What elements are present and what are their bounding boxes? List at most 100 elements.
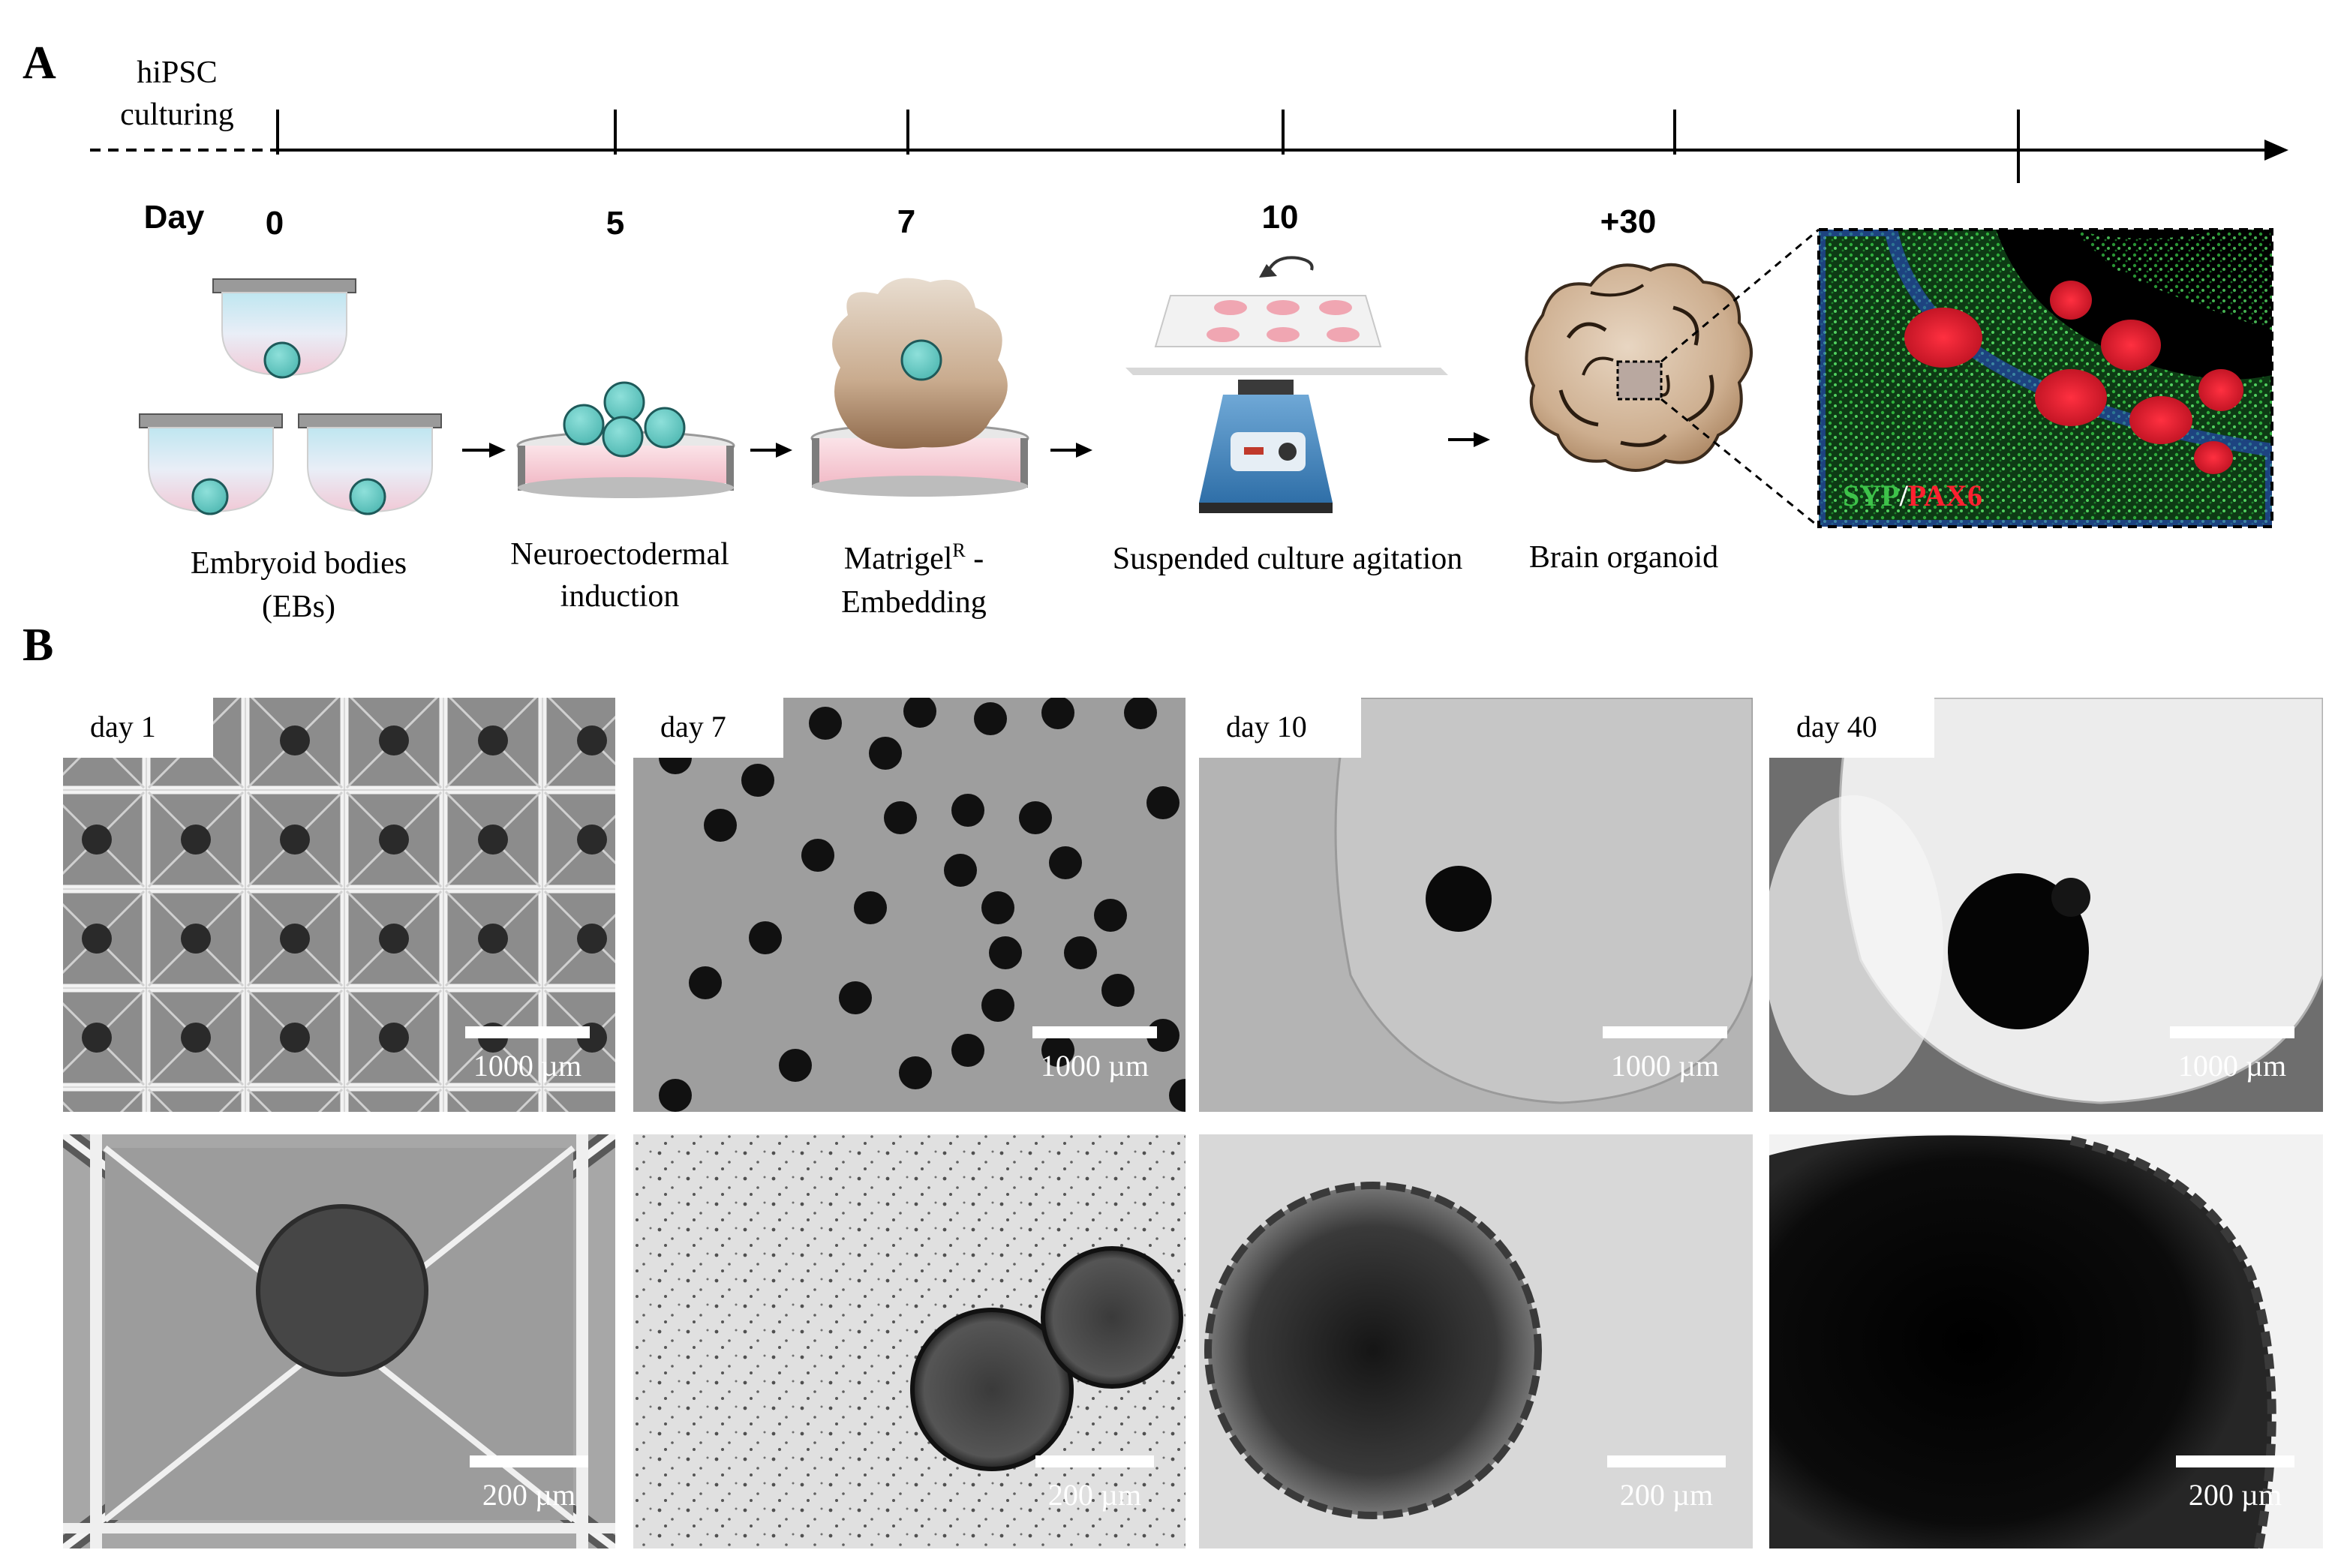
scale-label-top-4: 1000 µm [2178, 1049, 2286, 1083]
scale-bar [1603, 1026, 1727, 1038]
scale-bar [1032, 1026, 1157, 1038]
micrograph-day1-low [63, 698, 615, 1112]
orbital-shaker [1125, 256, 1448, 513]
arrow-icon [750, 443, 792, 458]
sphere [1101, 974, 1134, 1007]
sphere [1049, 846, 1082, 879]
micrograph-day1-high [63, 1134, 615, 1548]
embryoid-body [82, 825, 112, 855]
timeline-ticks [276, 110, 2020, 183]
sphere [981, 989, 1014, 1022]
pax6-cluster [2194, 441, 2233, 474]
day-label-4: day 40 [1796, 710, 1877, 743]
scale-label-top-2: 1000 µm [1041, 1049, 1149, 1083]
eb-bead [191, 478, 229, 515]
tick-label-0: 0 [266, 205, 284, 242]
pre-label-culturing: culturing [120, 98, 234, 132]
sphere [1146, 786, 1180, 819]
embryoid-body [379, 825, 409, 855]
tick-label-5: 5 [606, 205, 624, 242]
rotation-arrow-icon [1267, 256, 1314, 272]
sphere [951, 1034, 984, 1067]
immunostain-inset [1819, 230, 2272, 527]
embryoid-body [82, 924, 112, 954]
petri-dish-matrigel [810, 278, 1029, 497]
sphere-high [1041, 1246, 1183, 1389]
sphere [1094, 899, 1127, 932]
scale-label-bottom-2: 200 µm [1048, 1478, 1141, 1512]
embryoid-body [478, 725, 508, 755]
stage-organoid: Brain organoid [1529, 540, 1718, 575]
day-label-3: day 10 [1226, 710, 1307, 743]
embryoid-body [82, 1023, 112, 1053]
embryoid-body [181, 1023, 211, 1053]
stain-label: SYP/PAX6 [1843, 479, 1982, 512]
immunostain-frame [1817, 228, 2273, 528]
stage-matrigel-line2: Embedding [841, 585, 987, 620]
day-label-1: day 1 [90, 710, 156, 743]
organoid-day40 [1948, 873, 2089, 1029]
eb-well-right [298, 413, 442, 515]
micrograph-day7-low [633, 698, 1186, 1112]
sphere [689, 966, 722, 999]
tick-label-7: 7 [897, 203, 915, 240]
sphere [1124, 698, 1157, 729]
organoid-day10-high [1204, 1182, 1542, 1519]
embryoid-body [280, 725, 310, 755]
scale-bar [465, 1026, 590, 1038]
embryoid-body [280, 1023, 310, 1053]
embryoid-body [181, 825, 211, 855]
sphere [1064, 936, 1097, 969]
eb-bead [900, 339, 942, 381]
pax6-cluster [2101, 320, 2161, 371]
eb-bead [563, 404, 605, 446]
microwell [245, 1087, 344, 1112]
scale-label-top-3: 1000 µm [1611, 1049, 1719, 1083]
sphere [1041, 698, 1074, 729]
zoom-region-box [1616, 360, 1663, 401]
embryoid-body [181, 924, 211, 954]
stage-neuro-line1: Neuroectodermal [510, 537, 729, 572]
scale-label-top-1: 1000 µm [473, 1049, 581, 1083]
timeline-arrowhead [2264, 140, 2288, 161]
panel-a-letter: A [23, 38, 56, 89]
sphere [944, 854, 977, 887]
scale-label-bottom-4: 200 µm [2189, 1478, 2282, 1512]
micrograph-day10-high [1199, 1134, 1753, 1548]
scale-bar [1035, 1455, 1154, 1467]
day-label-box [1769, 698, 1934, 758]
zoom-line-top [1660, 228, 1820, 363]
sphere [749, 921, 782, 954]
day-label-box [63, 698, 213, 758]
pax6-cluster [2035, 369, 2107, 426]
organoid-day10 [1426, 866, 1492, 932]
sphere [1041, 1034, 1074, 1067]
sphere [839, 981, 872, 1014]
stage-neuro-line2: induction [560, 579, 680, 614]
microwell [443, 1087, 542, 1112]
day-label-box [633, 698, 783, 758]
sphere [801, 839, 834, 872]
eb-bead [602, 416, 644, 458]
scale-bar [1607, 1455, 1726, 1467]
embryoid-body [280, 825, 310, 855]
sphere-high [910, 1308, 1074, 1471]
eb-bead [263, 341, 301, 379]
eb-bead [603, 381, 645, 423]
eb-well-top [212, 278, 356, 379]
micrograph-day10-low [1199, 698, 1753, 1112]
microwell [63, 1087, 146, 1112]
day-label-box [1199, 698, 1361, 758]
sphere [869, 737, 902, 770]
embryoid-body-high [256, 1204, 428, 1377]
pre-label-hipsc: hiPSC [137, 56, 217, 90]
pax6-cluster [2198, 369, 2243, 411]
sphere [854, 891, 887, 924]
tick-label-10: 10 [1262, 199, 1299, 236]
scale-label-bottom-3: 200 µm [1620, 1478, 1713, 1512]
zoom-line-bottom [1660, 398, 1820, 528]
day-label-2: day 7 [660, 710, 726, 743]
sphere [903, 698, 936, 728]
embryoid-body [379, 1023, 409, 1053]
